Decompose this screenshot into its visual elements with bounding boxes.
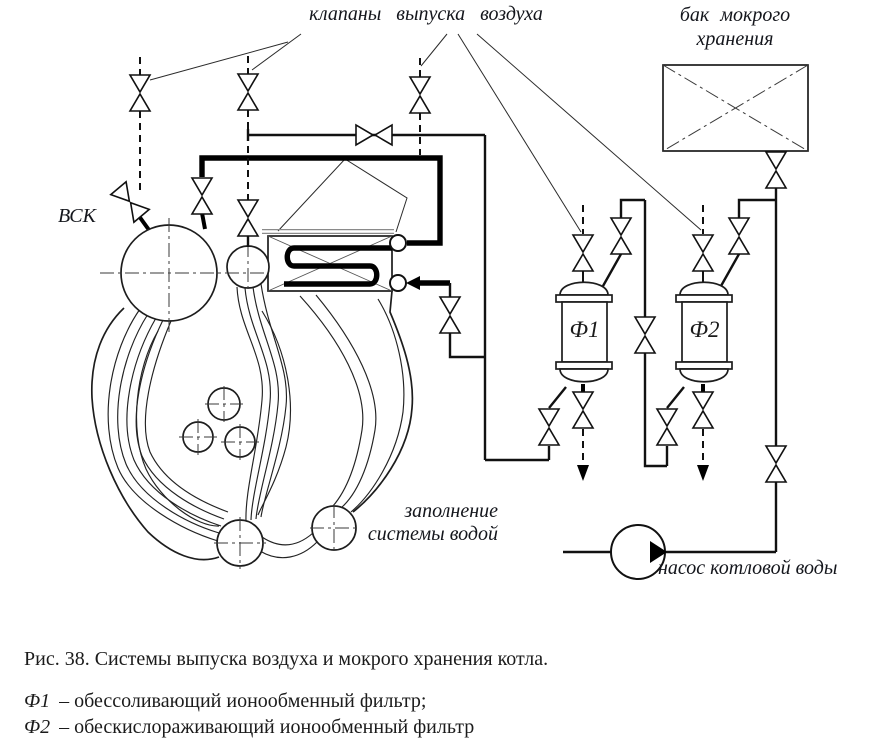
- f1-air-valve-icon: [572, 234, 594, 272]
- fill-label-line2: системы водой: [367, 523, 498, 545]
- air-valve-icon: [129, 74, 151, 112]
- filter-f1: [555, 281, 613, 383]
- f2-outlet-valve-icon: [728, 217, 750, 255]
- air-header-line: [246, 129, 551, 462]
- legend-line-f2: Ф2 – обескислораживающий ионообменный фи…: [24, 716, 474, 739]
- boiler-water-pump: [610, 524, 667, 580]
- hx-bottom-port: [389, 274, 407, 292]
- header-valve-icon: [355, 124, 393, 146]
- f1-inlet-valve-icon: [538, 408, 560, 446]
- tank-label-line1: бак мокрого: [679, 4, 791, 26]
- drum-valve-icon: [237, 199, 259, 237]
- f2-air-valve-icon: [692, 234, 714, 272]
- legend-f2-symbol: Ф2: [24, 716, 51, 738]
- air-vent-lines: [139, 56, 709, 481]
- filter-f2-label: Ф2: [689, 317, 720, 342]
- legend-f1-text: – обессоливающий ионообменный фильтр;: [59, 690, 427, 712]
- boiler-tube-bundles: [107, 283, 405, 559]
- fill-label: заполнение системы водой: [362, 500, 498, 546]
- vsk-label: ВСК: [58, 205, 96, 227]
- f2-drain-valve-icon: [692, 391, 714, 429]
- drum-valve-icon: [191, 177, 213, 215]
- fill-label-line1: заполнение: [404, 500, 498, 522]
- heat-exchanger-coil: [284, 245, 392, 287]
- hx-feed-valve-icon: [439, 296, 461, 334]
- pump-label: насос котловой воды: [658, 557, 838, 579]
- drain-arrow: [697, 465, 709, 481]
- f1-drain-valve-icon: [572, 391, 594, 429]
- tank-line-valve-icon: [765, 445, 787, 483]
- tank-valve-icon: [765, 151, 787, 189]
- drain-arrow: [577, 465, 589, 481]
- pump-flow-arrow: [650, 541, 667, 563]
- tank-label: бак мокрого хранения: [648, 3, 822, 51]
- boiler-drums: [100, 218, 358, 569]
- hx-feed-line: [406, 276, 485, 359]
- filter-f1-label: Ф1: [569, 317, 600, 342]
- f1-outlet-valve-icon: [610, 217, 632, 255]
- air-valves-label: клапаны выпуска воздуха: [309, 3, 543, 25]
- hx-top-port: [389, 234, 407, 252]
- tank-label-line2: хранения: [696, 28, 774, 50]
- heat-exchanger: [262, 228, 407, 292]
- air-valve-icon: [237, 73, 259, 111]
- interfilter-valve-icon: [634, 316, 656, 354]
- filter-f2: [675, 281, 733, 383]
- legend-line-f1: Ф1 – обессоливающий ионообменный фильтр;: [24, 690, 426, 713]
- legend-f2-text: – обескислораживающий ионообменный фильт…: [59, 716, 475, 738]
- figure-caption: Рис. 38. Системы выпуска воздуха и мокро…: [24, 648, 549, 670]
- air-valve-icon: [409, 76, 431, 114]
- boiler-outline: [90, 290, 414, 561]
- heat-exchanger-hood: [277, 158, 408, 233]
- label-pointer-lines: [149, 33, 702, 233]
- legend-f1-symbol: Ф1: [24, 690, 51, 712]
- f2-inlet-valve-icon: [656, 408, 678, 446]
- wet-storage-tank: [662, 64, 809, 152]
